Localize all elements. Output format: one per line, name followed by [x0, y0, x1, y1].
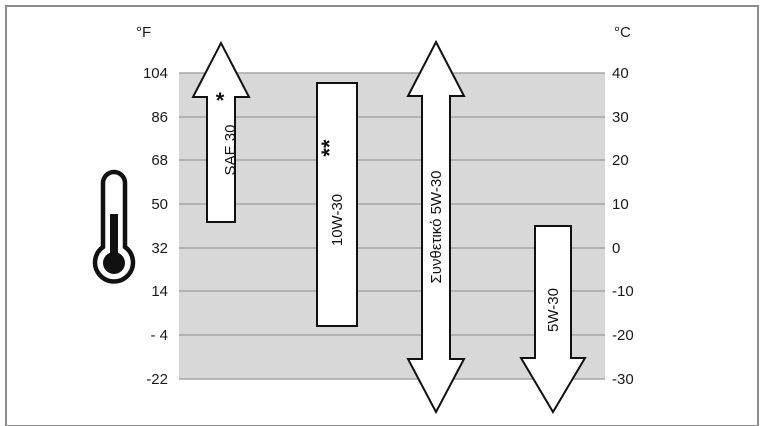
- 10w30-label: 10W-30: [329, 194, 346, 246]
- thermometer-icon: [92, 169, 136, 284]
- celsius-tick: 0: [612, 240, 620, 257]
- 10w30-note: **: [317, 139, 342, 157]
- celsius-unit-label: °C: [614, 24, 631, 41]
- fahrenheit-tick: 32: [151, 240, 168, 257]
- 5w30-label: 5W-30: [545, 288, 562, 332]
- celsius-axis: 40 30 20 10 0 -10 -20 -30: [612, 65, 634, 388]
- synthetic-5w30-label: Συνθετικό 5W-30: [428, 171, 445, 284]
- synthetic-5w30-arrow: Συνθετικό 5W-30: [406, 39, 466, 415]
- 5w30-arrow: 5W-30: [519, 225, 587, 414]
- celsius-tick: 30: [612, 109, 629, 126]
- fahrenheit-tick: 86: [151, 109, 168, 126]
- celsius-tick: 40: [612, 65, 629, 82]
- fahrenheit-tick: 104: [143, 65, 168, 82]
- fahrenheit-tick: 14: [151, 283, 168, 300]
- fahrenheit-axis: 104 86 68 50 32 14 - 4 -22: [143, 65, 168, 388]
- celsius-tick: -10: [612, 283, 634, 300]
- celsius-tick: -30: [612, 371, 634, 388]
- celsius-tick: 20: [612, 152, 629, 169]
- celsius-tick: -20: [612, 327, 634, 344]
- fahrenheit-unit-label: °F: [136, 24, 151, 41]
- fahrenheit-tick: - 4: [150, 327, 168, 344]
- fahrenheit-tick: 50: [151, 196, 168, 213]
- sae30-note: *: [216, 88, 225, 113]
- celsius-tick: 10: [612, 196, 629, 213]
- fahrenheit-tick: 68: [151, 152, 168, 169]
- sae30-label: SAE 30: [222, 125, 239, 176]
- fahrenheit-tick: -22: [146, 371, 168, 388]
- 10w30-bar: ** 10W-30: [316, 82, 358, 327]
- sae30-arrow: * SAE 30: [191, 40, 251, 223]
